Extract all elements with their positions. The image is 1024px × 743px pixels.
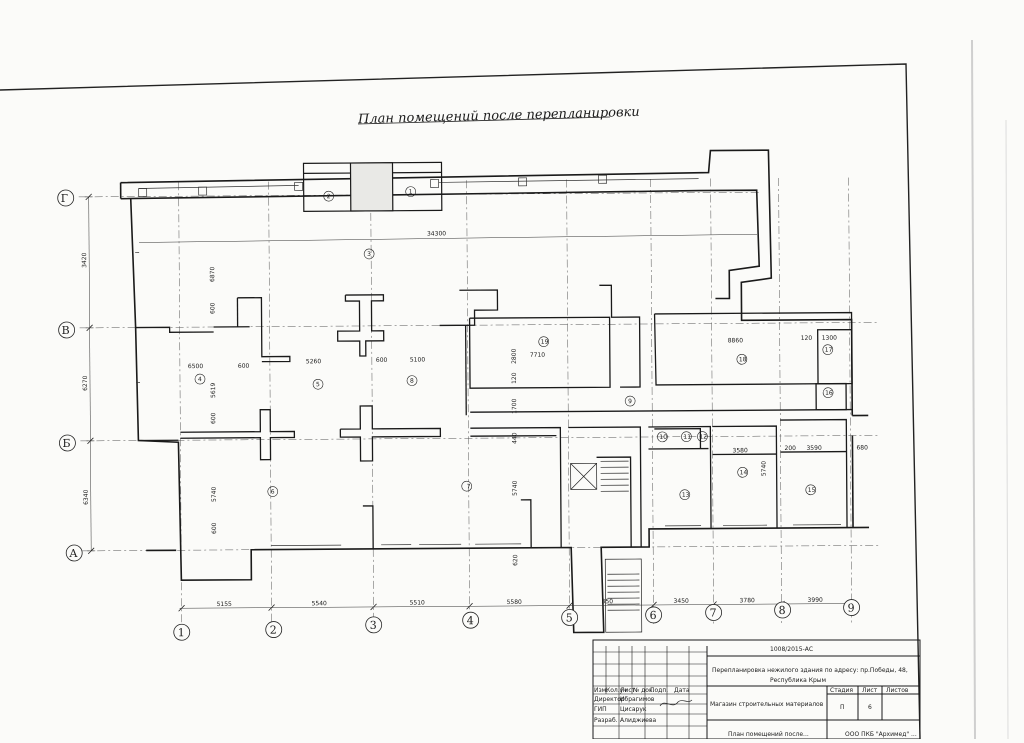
inner-dim: 620 bbox=[512, 554, 519, 566]
inner-dim: 8860 bbox=[728, 337, 744, 344]
inner-dim: 5260 bbox=[306, 358, 322, 365]
inner-dim: 6500 bbox=[188, 363, 204, 370]
axis-label-col: 3 bbox=[370, 619, 377, 632]
room-number: 8 bbox=[410, 378, 414, 385]
axis-label-col: 4 bbox=[467, 614, 474, 627]
inner-dim: 5740 bbox=[211, 487, 218, 503]
inner-dim: 5740 bbox=[761, 461, 768, 477]
room-number: 11 bbox=[683, 434, 691, 441]
room-number: 17 bbox=[825, 347, 833, 354]
inner-dim: 3590 bbox=[806, 445, 822, 452]
room-number: 6 bbox=[271, 489, 275, 496]
room-number: 19 bbox=[541, 339, 549, 346]
bottom-dim-3-4: 5510 bbox=[410, 600, 426, 607]
axis-label-col: 8 bbox=[779, 604, 786, 617]
name-developer: Алиджиева bbox=[620, 717, 657, 724]
bottom-dim-6-7: 3450 bbox=[674, 598, 690, 605]
inner-dim: 2800 bbox=[511, 348, 518, 364]
col-sheets: Листов bbox=[886, 687, 909, 694]
room-number: 13 bbox=[682, 492, 690, 499]
axis-label-row: Г bbox=[61, 192, 68, 205]
organization: ООО ПКБ "Архимед" ... bbox=[845, 731, 917, 738]
stamp-header-sign: Подп. bbox=[650, 687, 668, 694]
inner-dim: 3580 bbox=[732, 447, 748, 454]
inner-dim: 440 bbox=[511, 432, 518, 444]
axis-label-row: А bbox=[69, 547, 78, 560]
axis-label-col: 1 bbox=[178, 626, 185, 639]
axis-label-col: 5 bbox=[566, 611, 573, 624]
inner-dim: 5740 bbox=[512, 480, 519, 496]
inner-dim: 1300 bbox=[822, 335, 838, 342]
plan-caption: План помещений после... bbox=[728, 731, 809, 738]
room-number: 15 bbox=[808, 487, 816, 494]
project-object: Перепланировка нежилого здания по адресу… bbox=[712, 667, 908, 674]
project-region: Республика Крым bbox=[770, 677, 826, 684]
room-number: 5 bbox=[316, 381, 320, 388]
room-number: 1 bbox=[409, 189, 413, 196]
axis-label-row: Б bbox=[62, 437, 70, 450]
room-number: 12 bbox=[699, 434, 707, 441]
overall-dimension: 34300 bbox=[427, 230, 446, 237]
inner-dim: 600 bbox=[238, 363, 250, 370]
room-number: 10 bbox=[659, 434, 667, 441]
name-director: Ибрагимов bbox=[620, 696, 655, 703]
bottom-dim-7-8: 3780 bbox=[740, 597, 756, 604]
left-dim-2: 6270 bbox=[82, 375, 89, 391]
room-number: 16 bbox=[825, 390, 833, 397]
inner-dim: 120 bbox=[801, 335, 813, 342]
inner-dim: 600 bbox=[211, 522, 218, 534]
bottom-dim-5-6: 350 bbox=[602, 598, 614, 605]
stage-value: П bbox=[840, 704, 845, 711]
stamp-header-date: Дата bbox=[674, 687, 690, 694]
col-stage: Стадия bbox=[830, 687, 853, 694]
axis-label-row: В bbox=[62, 324, 70, 337]
left-dim-1: 3420 bbox=[81, 252, 88, 268]
bottom-dim-4-5: 5580 bbox=[507, 599, 523, 606]
inner-dim: 6870 bbox=[209, 267, 216, 283]
axis-label-col: 9 bbox=[848, 602, 855, 615]
inner-dim: 5100 bbox=[410, 357, 426, 364]
sheet-value: 6 bbox=[868, 704, 872, 711]
inner-dim: 120 bbox=[511, 372, 518, 384]
inner-dim: 1700 bbox=[511, 398, 518, 414]
bottom-dim-1-2: 5155 bbox=[217, 601, 233, 608]
inner-dim: 5619 bbox=[210, 383, 217, 399]
inner-dim: 7710 bbox=[530, 352, 546, 359]
room-number: 9 bbox=[628, 398, 632, 405]
axis-label-col: 2 bbox=[270, 624, 277, 637]
left-dim-3: 6340 bbox=[83, 489, 90, 505]
axis-label-col: 6 bbox=[650, 609, 657, 622]
room-number: 4 bbox=[198, 376, 202, 383]
inner-dim: 600 bbox=[209, 302, 216, 314]
name-gip: Цисарук bbox=[620, 706, 647, 713]
inner-dim: 600 bbox=[210, 412, 217, 424]
project-code: 1008/2015-АС bbox=[770, 646, 813, 653]
room-number: 3 bbox=[367, 251, 371, 258]
col-sheet: Лист bbox=[862, 687, 878, 694]
room-number: 14 bbox=[740, 469, 748, 476]
room-number: 2 bbox=[327, 193, 331, 200]
inner-dim: 200 bbox=[784, 445, 796, 452]
inner-dim: 680 bbox=[856, 444, 868, 451]
room-number: 18 bbox=[739, 356, 747, 363]
bottom-dim-8-9: 3990 bbox=[808, 597, 824, 604]
role-gip: ГИП bbox=[594, 706, 607, 713]
room-number: 7 bbox=[467, 483, 471, 490]
axis-label-col: 7 bbox=[710, 606, 717, 619]
role-developer: Разраб. bbox=[594, 717, 618, 724]
inner-dim: 600 bbox=[376, 357, 388, 364]
store-name: Магазин строительных материалов bbox=[710, 701, 824, 708]
bottom-dim-2-3: 5540 bbox=[312, 600, 328, 607]
